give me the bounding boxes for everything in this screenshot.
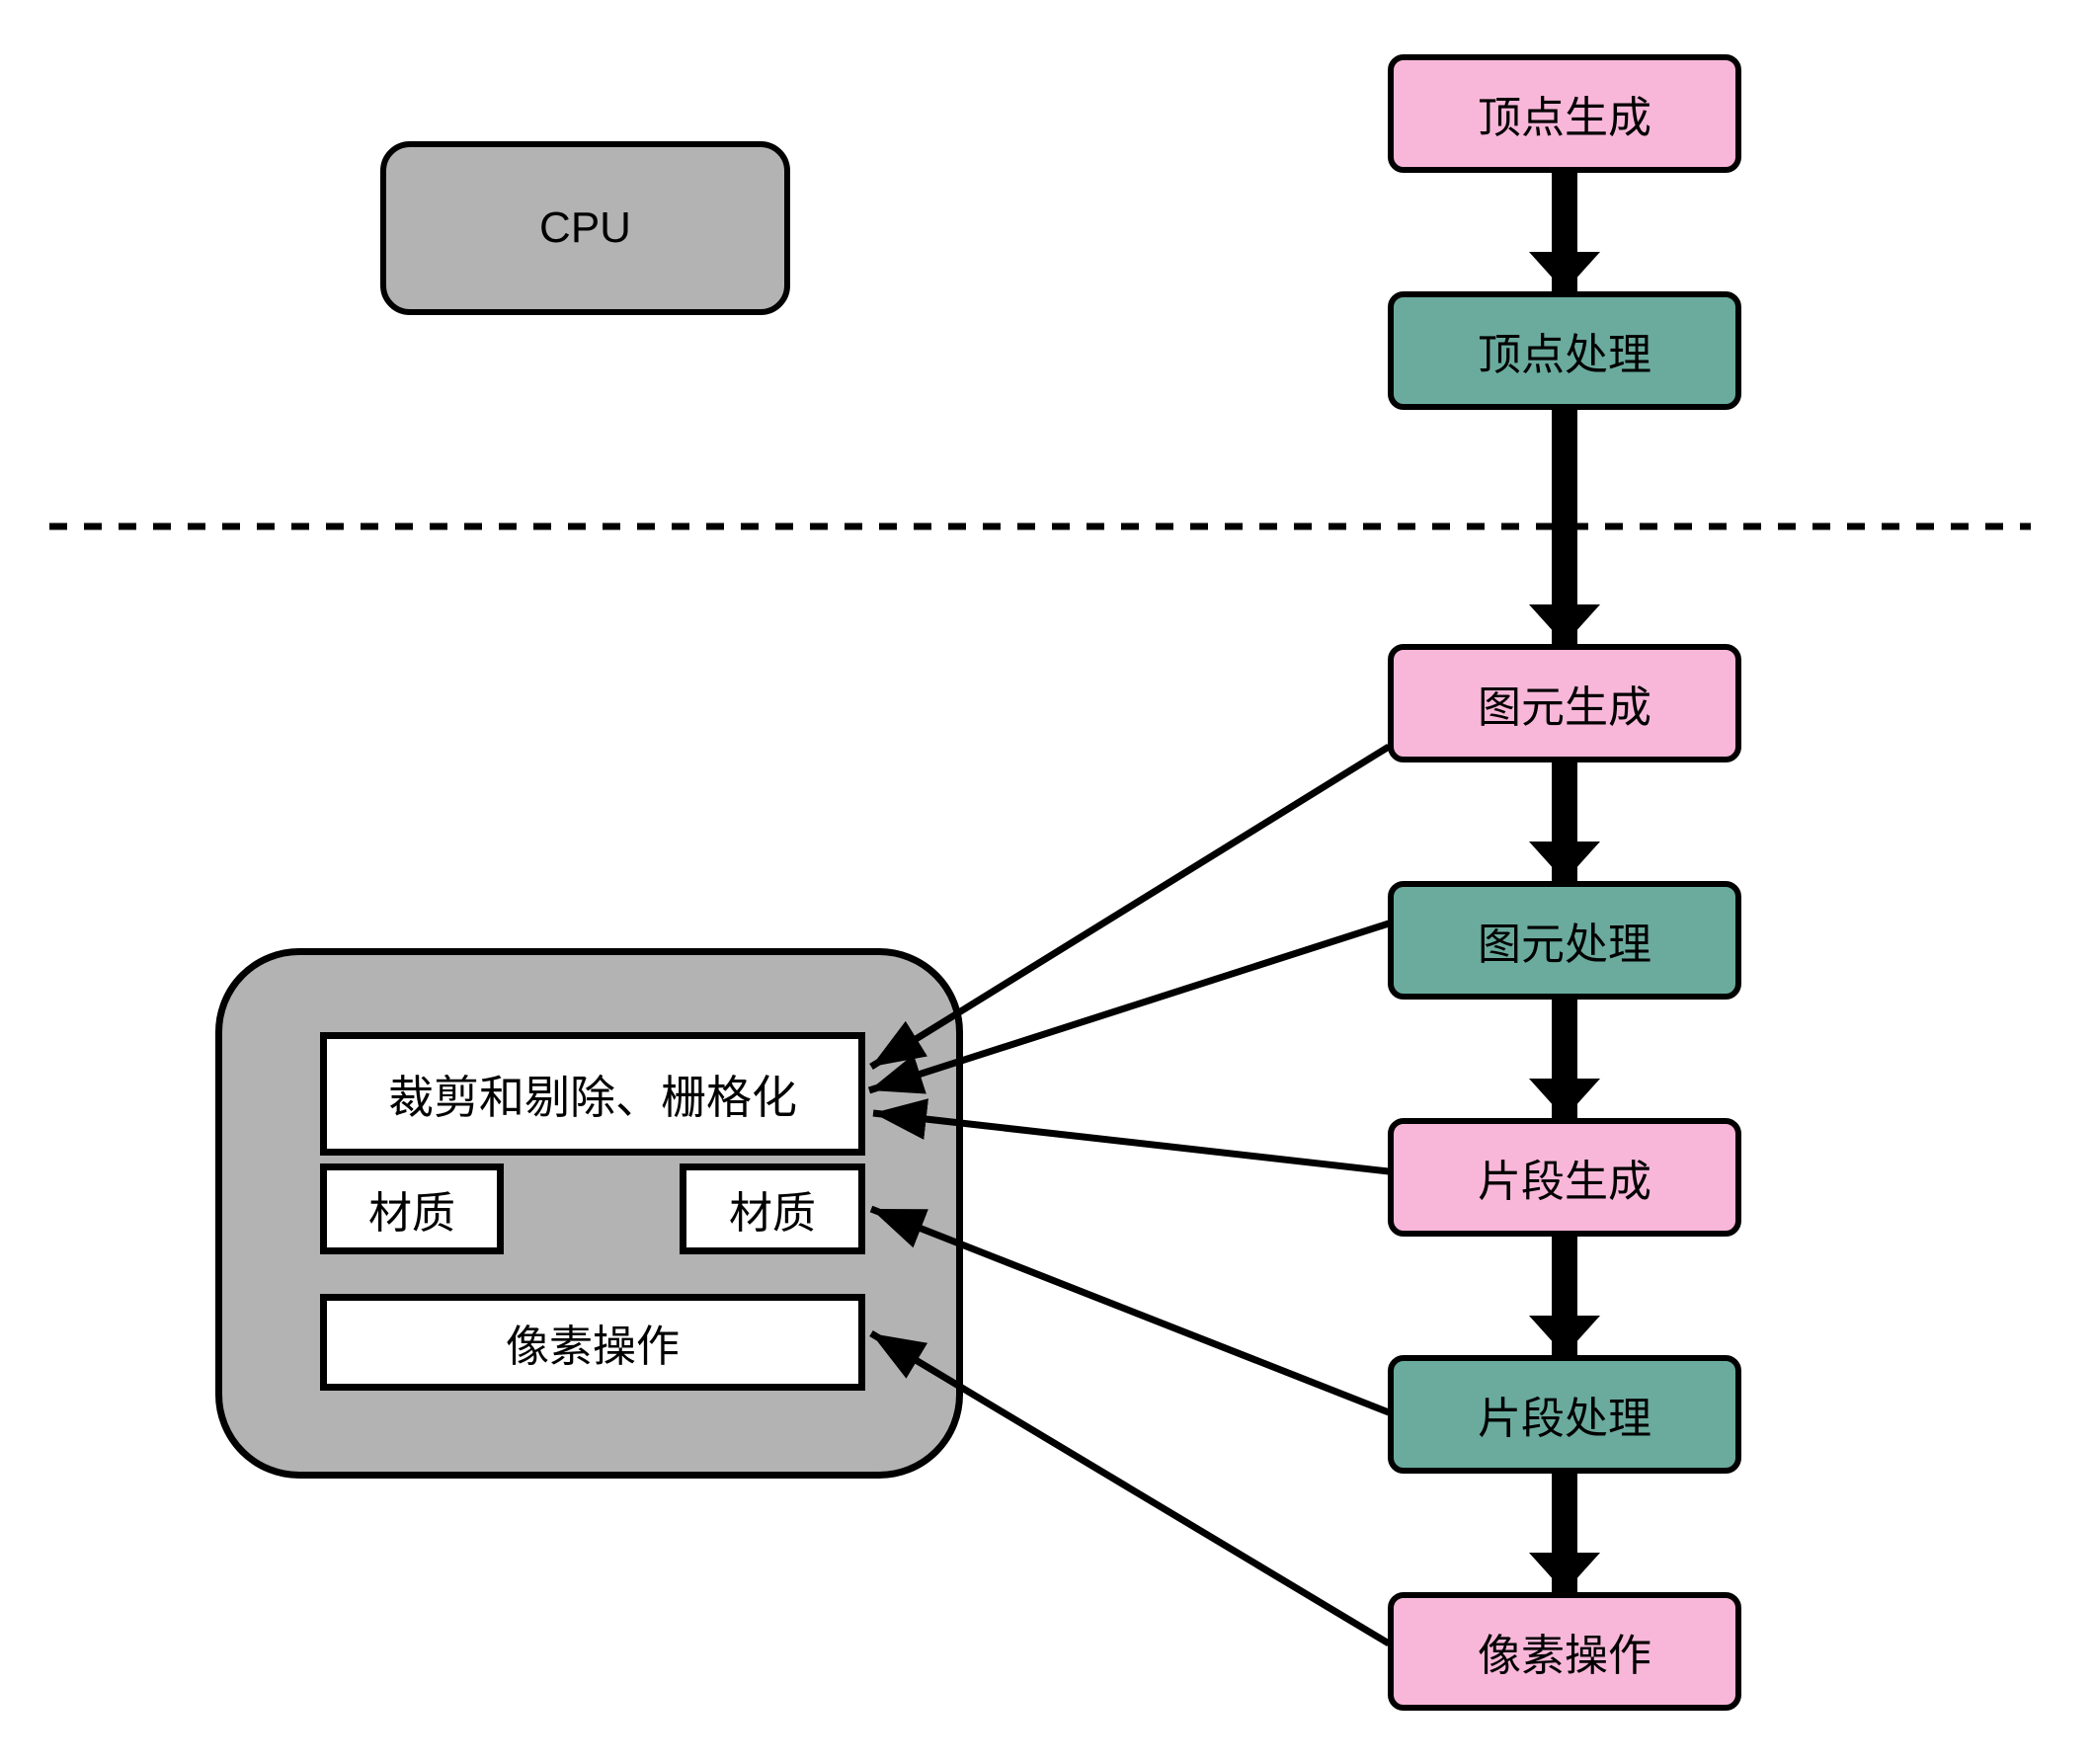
pipeline-node-primitive-generation: 图元生成 [1388, 644, 1741, 762]
node-label: 图元生成 [1478, 683, 1651, 732]
gpu-box-pixel-operations: 像素操作 [320, 1294, 865, 1391]
node-label: 像素操作 [1478, 1632, 1651, 1680]
gpu-box-texture-right: 材质 [680, 1163, 865, 1254]
node-label: 顶点处理 [1478, 331, 1651, 379]
link-arrow-pixelops-to-pixelbox [869, 1329, 1391, 1647]
gpu-box-clip-cull-rasterize: 裁剪和剔除、栅格化 [320, 1032, 865, 1156]
gpu-box-texture-left: 材质 [320, 1163, 504, 1254]
link-arrow-primproc-to-raster [867, 920, 1391, 1094]
pipeline-node-pixel-operations: 像素操作 [1388, 1592, 1741, 1711]
pipeline-node-fragment-processing: 片段处理 [1388, 1355, 1741, 1474]
pipeline-node-fragment-generation: 片段生成 [1388, 1118, 1741, 1237]
node-label: 图元处理 [1478, 921, 1651, 969]
pipeline-node-primitive-processing: 图元处理 [1388, 881, 1741, 1000]
node-label: 片段生成 [1478, 1158, 1651, 1206]
pipeline-node-vertex-generation: 顶点生成 [1388, 54, 1741, 173]
link-arrow-fragproc-to-texture [869, 1205, 1391, 1416]
link-arrow-primgen-to-raster [869, 744, 1391, 1070]
box-label: 材质 [368, 1189, 455, 1238]
link-arrow-fraggen-to-raster [872, 1098, 1390, 1175]
pipeline-node-vertex-processing: 顶点处理 [1388, 291, 1741, 410]
node-label: 片段处理 [1478, 1395, 1651, 1443]
box-label: 材质 [729, 1189, 816, 1238]
box-label: 裁剪和剔除、栅格化 [388, 1071, 797, 1123]
node-label: 顶点生成 [1478, 94, 1651, 142]
cpu-label: CPU [539, 203, 631, 252]
box-label: 像素操作 [506, 1323, 680, 1371]
cpu-box: CPU [380, 141, 790, 315]
